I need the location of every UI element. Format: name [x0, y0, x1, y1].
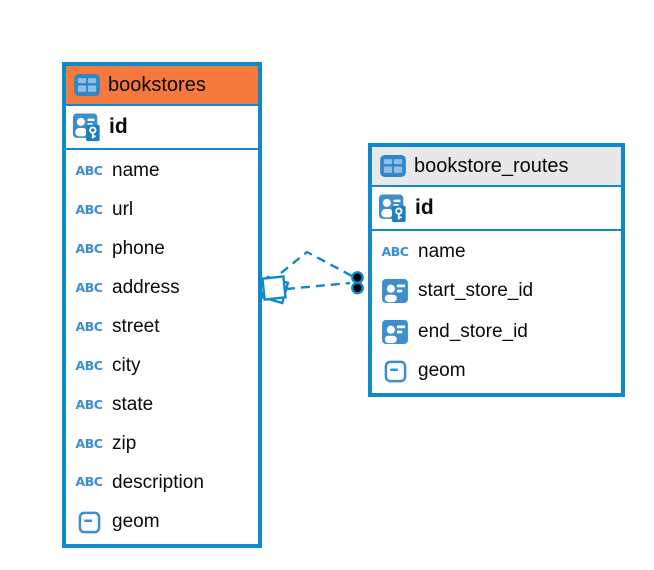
column-label: address	[112, 277, 180, 299]
geometry-type-icon	[384, 360, 407, 383]
primary-key-label: id	[415, 196, 434, 219]
text-type-icon: ABC	[75, 318, 103, 334]
text-type-icon: ABC	[75, 474, 103, 490]
column-label: end_store_id	[418, 320, 528, 342]
column-label: phone	[112, 238, 165, 260]
text-type-icon: ABC	[75, 357, 103, 373]
column-label: start_store_id	[418, 280, 534, 302]
column-row[interactable]: end_store_id	[372, 312, 621, 352]
column-row[interactable]: ABC address	[66, 269, 258, 308]
text-type-icon: ABC	[75, 396, 103, 412]
column-row[interactable]: ABC phone	[66, 230, 258, 269]
foreign-key-icon	[382, 279, 408, 303]
text-type-icon: ABC	[75, 241, 103, 257]
column-label: name	[112, 160, 160, 182]
column-row[interactable]: ABC city	[66, 347, 258, 386]
text-type-icon: ABC	[75, 435, 103, 451]
column-row[interactable]: ABC state	[66, 385, 258, 424]
column-row[interactable]: ABC name	[66, 152, 258, 191]
column-label: name	[418, 241, 466, 263]
column-row[interactable]: ABC description	[66, 463, 258, 502]
primary-key-icon	[378, 193, 408, 224]
table-header[interactable]: bookstore_routes	[372, 147, 621, 187]
column-label: city	[112, 354, 141, 376]
column-row[interactable]: ABC name	[372, 233, 621, 271]
relationship-endpoint-dot[interactable]	[351, 271, 364, 284]
column-label: geom	[112, 511, 160, 533]
relationship-line-start-store[interactable]	[280, 250, 353, 278]
table-title: bookstores	[108, 73, 206, 96]
primary-key-row[interactable]: id	[66, 106, 258, 150]
table-title: bookstore_routes	[414, 154, 569, 177]
table-header[interactable]: bookstores	[66, 66, 258, 106]
column-label: street	[112, 316, 160, 338]
column-label: state	[112, 393, 154, 415]
column-label: zip	[112, 432, 137, 454]
text-type-icon: ABC	[75, 202, 103, 218]
column-row[interactable]: start_store_id	[372, 271, 621, 311]
geometry-type-icon	[78, 511, 101, 534]
column-row[interactable]: ABC street	[66, 308, 258, 347]
relationship-source-handle-icon[interactable]	[260, 275, 290, 305]
text-type-icon: ABC	[75, 279, 103, 295]
relationship-endpoint-dot[interactable]	[351, 281, 364, 295]
column-label: description	[112, 471, 204, 493]
table-icon	[380, 155, 406, 177]
foreign-key-icon	[382, 320, 408, 344]
column-row[interactable]: geom	[66, 502, 258, 542]
column-row[interactable]: ABC url	[66, 191, 258, 230]
entity-table-bookstore-routes[interactable]: bookstore_routes id ABC name start_store_i…	[368, 143, 625, 397]
primary-key-label: id	[109, 115, 128, 138]
relationship-line-end-store[interactable]	[285, 281, 351, 291]
column-label: url	[112, 199, 134, 221]
column-row[interactable]: geom	[372, 352, 621, 391]
column-row[interactable]: ABC zip	[66, 424, 258, 463]
primary-key-icon	[72, 112, 102, 143]
column-label: geom	[418, 360, 466, 382]
primary-key-row[interactable]: id	[372, 187, 621, 231]
text-type-icon: ABC	[75, 163, 103, 179]
table-icon	[74, 74, 100, 96]
text-type-icon: ABC	[381, 243, 409, 259]
